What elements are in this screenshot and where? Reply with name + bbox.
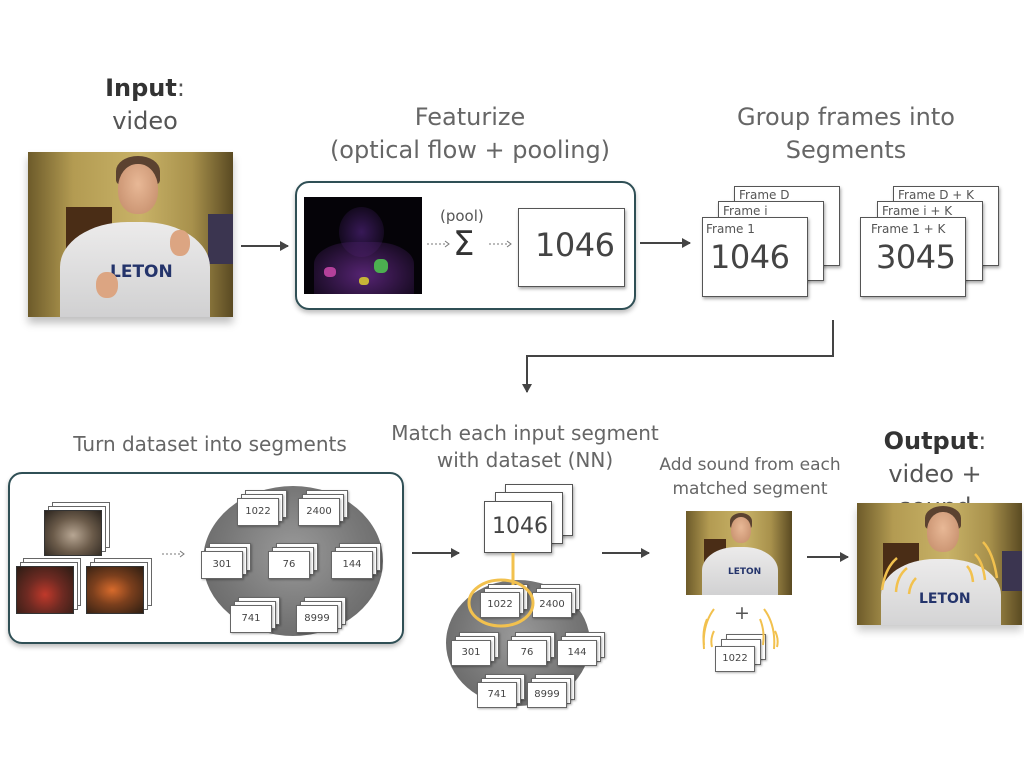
- group-line1: Group frames into: [737, 103, 955, 131]
- feature-value: 1046: [535, 226, 615, 264]
- output-video-frame: LETON: [857, 503, 1022, 625]
- dataset-thumb-drums-2: [16, 566, 74, 614]
- addsound-title: Add sound from each matched segment: [650, 453, 850, 501]
- sigma-icon: Σ: [453, 224, 475, 264]
- segment-b-back-label: Frame D + K: [898, 188, 974, 202]
- addsound-segment: 1022: [715, 646, 755, 672]
- arrow-group-to-match: [522, 320, 834, 393]
- feature-vector-card: 1046: [518, 208, 625, 287]
- match-highlight-ring: [467, 578, 535, 628]
- match-segment-301: 301: [451, 640, 491, 666]
- match-line2: with dataset (NN): [436, 448, 614, 472]
- segment-b-mid-label: Frame i + K: [882, 204, 953, 218]
- dataset-label: Turn dataset into segments: [73, 432, 347, 456]
- dataset-segment-144: 144: [331, 551, 373, 579]
- input-title: Input: video: [60, 72, 230, 138]
- dataset-thumb-drums-3: [86, 566, 144, 614]
- input-title-colon: :: [176, 74, 185, 102]
- featurize-line1: Featurize: [414, 103, 526, 131]
- output-title-bold: Output: [883, 427, 979, 455]
- featurize-title: Featurize (optical flow + pooling): [300, 101, 640, 167]
- optical-flow-image: [304, 197, 422, 294]
- dataset-panel: [8, 472, 404, 644]
- featurize-line2: (optical flow + pooling): [329, 136, 611, 164]
- match-query-value: 1046: [492, 514, 548, 539]
- featurize-panel: [295, 181, 636, 310]
- segment-a-value: 1046: [710, 238, 790, 276]
- dataset-segment-2400: 2400: [298, 498, 340, 526]
- match-segment-144: 144: [557, 640, 597, 666]
- segment-b-frame-1: Frame 1 + K 3045: [860, 217, 966, 297]
- output-sound-wave-icon: [880, 541, 999, 595]
- dataset-thumb-drums-1: [44, 510, 102, 556]
- plus-sign: +: [734, 602, 750, 624]
- segment-b-value: 3045: [876, 238, 956, 276]
- dataset-segment-1022: 1022: [237, 498, 279, 526]
- match-segment-76: 76: [507, 640, 547, 666]
- match-query-card: 1046: [484, 501, 552, 553]
- input-title-bold: Input: [105, 74, 177, 102]
- input-video-frame: LETON: [28, 152, 233, 317]
- match-segment-8999: 8999: [527, 682, 567, 708]
- dataset-segment-741: 741: [230, 605, 272, 633]
- pool-label: (pool): [440, 207, 484, 225]
- segment-a-back-label: Frame D: [739, 188, 790, 202]
- input-subtitle: video: [112, 107, 178, 135]
- dataset-segment-8999: 8999: [296, 605, 338, 633]
- dataset-segment-76: 76: [268, 551, 310, 579]
- match-title: Match each input segment with dataset (N…: [390, 420, 660, 474]
- sound-wave-icon: [702, 608, 779, 650]
- group-line2: Segments: [785, 136, 907, 164]
- group-title: Group frames into Segments: [716, 101, 976, 167]
- match-segment-1022: 1022: [480, 592, 520, 618]
- match-line1: Match each input segment: [391, 421, 659, 445]
- matched-video-frame: LETON: [686, 511, 792, 595]
- segment-b-front-label: Frame 1 + K: [871, 222, 946, 236]
- match-segment-2400: 2400: [532, 592, 572, 618]
- dataset-segment-301: 301: [201, 551, 243, 579]
- match-segment-741: 741: [477, 682, 517, 708]
- segment-a-mid-label: Frame i: [723, 204, 768, 218]
- addsound-line1: Add sound from each: [659, 455, 841, 475]
- addsound-line2: matched segment: [672, 479, 828, 499]
- segment-a-front-label: Frame 1: [706, 222, 755, 236]
- output-title-colon: :: [978, 427, 987, 455]
- segment-a-frame-1: Frame 1 1046: [702, 217, 808, 297]
